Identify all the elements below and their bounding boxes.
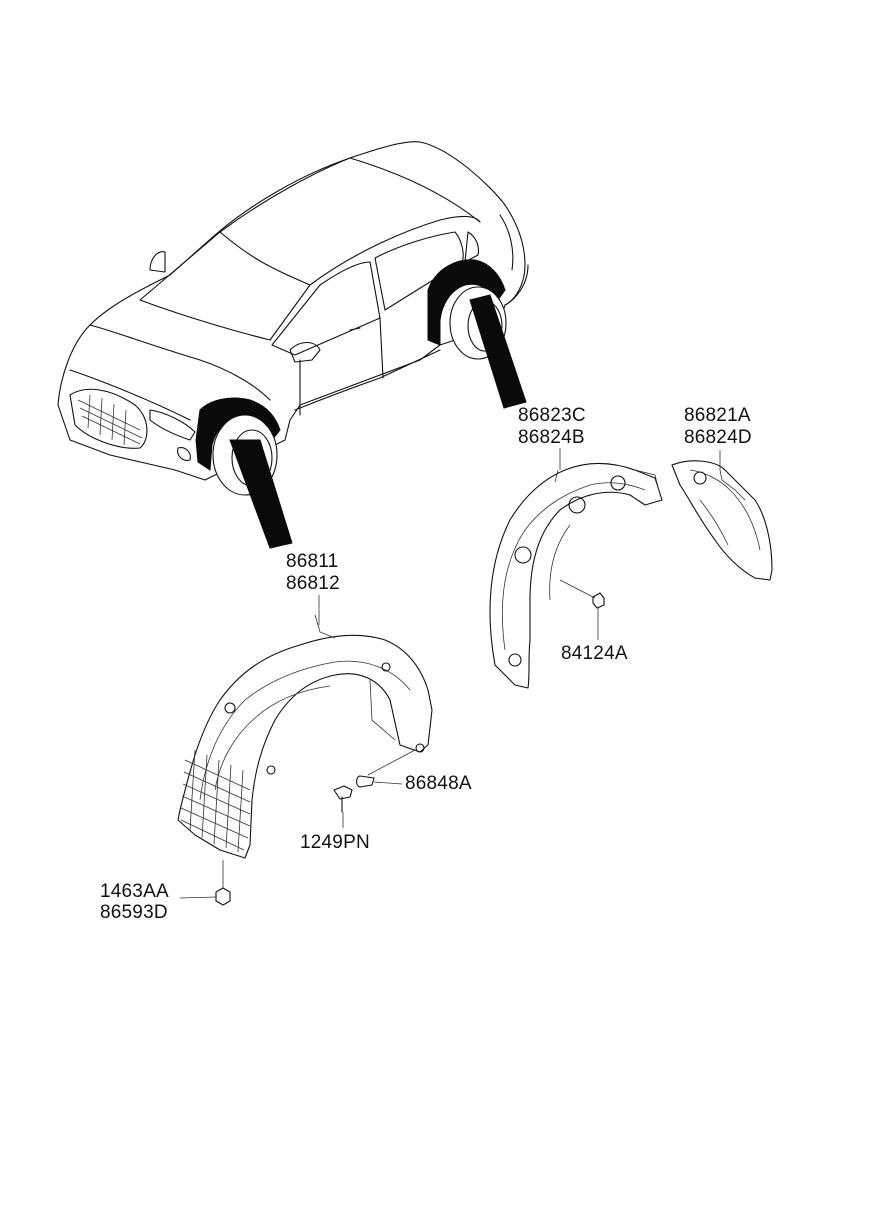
rear-nut-84124a	[592, 592, 605, 640]
label-86812: 86812	[286, 573, 340, 594]
front-wheel-liner	[177, 595, 433, 859]
screw-1249pn	[333, 785, 353, 828]
label-1249pn: 1249PN	[300, 832, 370, 853]
label-86824d: 86824D	[684, 427, 752, 448]
label-86823c: 86823C	[518, 405, 586, 426]
label-84124a: 84124A	[561, 643, 628, 664]
rear-wheel-liner-outer	[489, 462, 663, 689]
rear-wheel-liner-inner	[671, 450, 773, 581]
label-86811: 86811	[286, 551, 339, 572]
vehicle-illustration	[57, 141, 529, 549]
label-86848a: 86848A	[405, 773, 472, 794]
fastener-1463aa-86593d	[179, 860, 231, 906]
label-86821a: 86821A	[684, 405, 751, 426]
label-1463aa: 1463AA	[100, 881, 169, 902]
label-86593d: 86593D	[100, 902, 168, 923]
clip-86848a	[356, 749, 416, 788]
label-86824b: 86824B	[518, 427, 585, 448]
